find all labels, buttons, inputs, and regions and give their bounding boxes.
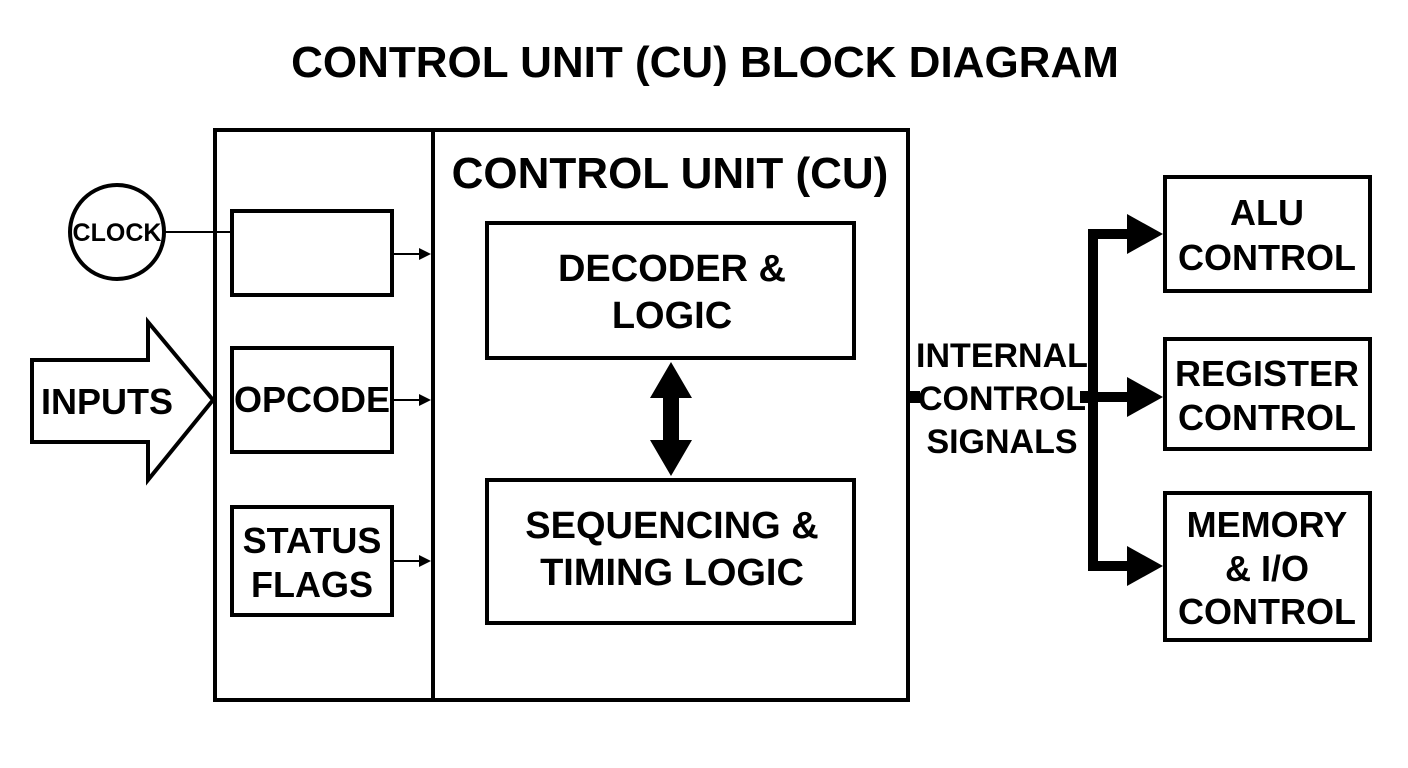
signals-label-line2: CONTROL — [918, 380, 1086, 418]
bus-arrow-memory — [1127, 546, 1163, 586]
status-flags-box — [230, 505, 394, 617]
memory-label-line2: & I/O — [1225, 548, 1309, 589]
alu-control-box — [1163, 175, 1372, 293]
bidirectional-arrow — [650, 362, 692, 476]
control-unit-label: CONTROL UNIT (CU) — [452, 149, 889, 198]
status-flags-label-line1: STATUS — [243, 520, 382, 561]
memory-io-control-box — [1163, 491, 1372, 642]
outer-frame — [213, 128, 910, 702]
decoder-label-line1: DECODER & — [558, 248, 786, 290]
inputs-label: INPUTS — [41, 381, 173, 422]
bus-arrow-register — [1127, 377, 1163, 417]
register-control-box — [1163, 337, 1372, 451]
cu-output-stub — [908, 391, 920, 403]
clock-label: CLOCK — [73, 219, 162, 247]
decoder-label-line2: LOGIC — [612, 295, 732, 337]
alu-label-line2: CONTROL — [1178, 237, 1356, 278]
sequencer-label-line1: SEQUENCING & — [525, 505, 818, 547]
arrow-head-3 — [419, 555, 431, 567]
signals-label-line1: INTERNAL — [916, 337, 1088, 375]
alu-label-line1: ALU — [1230, 192, 1304, 233]
decoder-logic-box — [485, 221, 856, 360]
register-to-cu-arrows — [392, 248, 431, 567]
signals-label-line3: SIGNALS — [926, 423, 1077, 461]
memory-label-line3: CONTROL — [1178, 591, 1356, 632]
arrow-head-1 — [419, 248, 431, 260]
bus-arrow-alu — [1127, 214, 1163, 254]
clock-register-box — [230, 209, 394, 297]
diagram-title: CONTROL UNIT (CU) BLOCK DIAGRAM — [291, 38, 1119, 87]
register-label-line1: REGISTER — [1175, 353, 1359, 394]
inputs-arrow — [30, 316, 216, 486]
sequencer-label-line2: TIMING LOGIC — [540, 552, 804, 594]
memory-label-line1: MEMORY — [1187, 504, 1348, 545]
status-flags-label-line2: FLAGS — [251, 564, 373, 605]
opcode-label: OPCODE — [234, 379, 390, 420]
control-bus — [1088, 214, 1163, 586]
arrow-head-2 — [419, 394, 431, 406]
register-label-line2: CONTROL — [1178, 397, 1356, 438]
sequencing-timing-box — [485, 478, 856, 625]
